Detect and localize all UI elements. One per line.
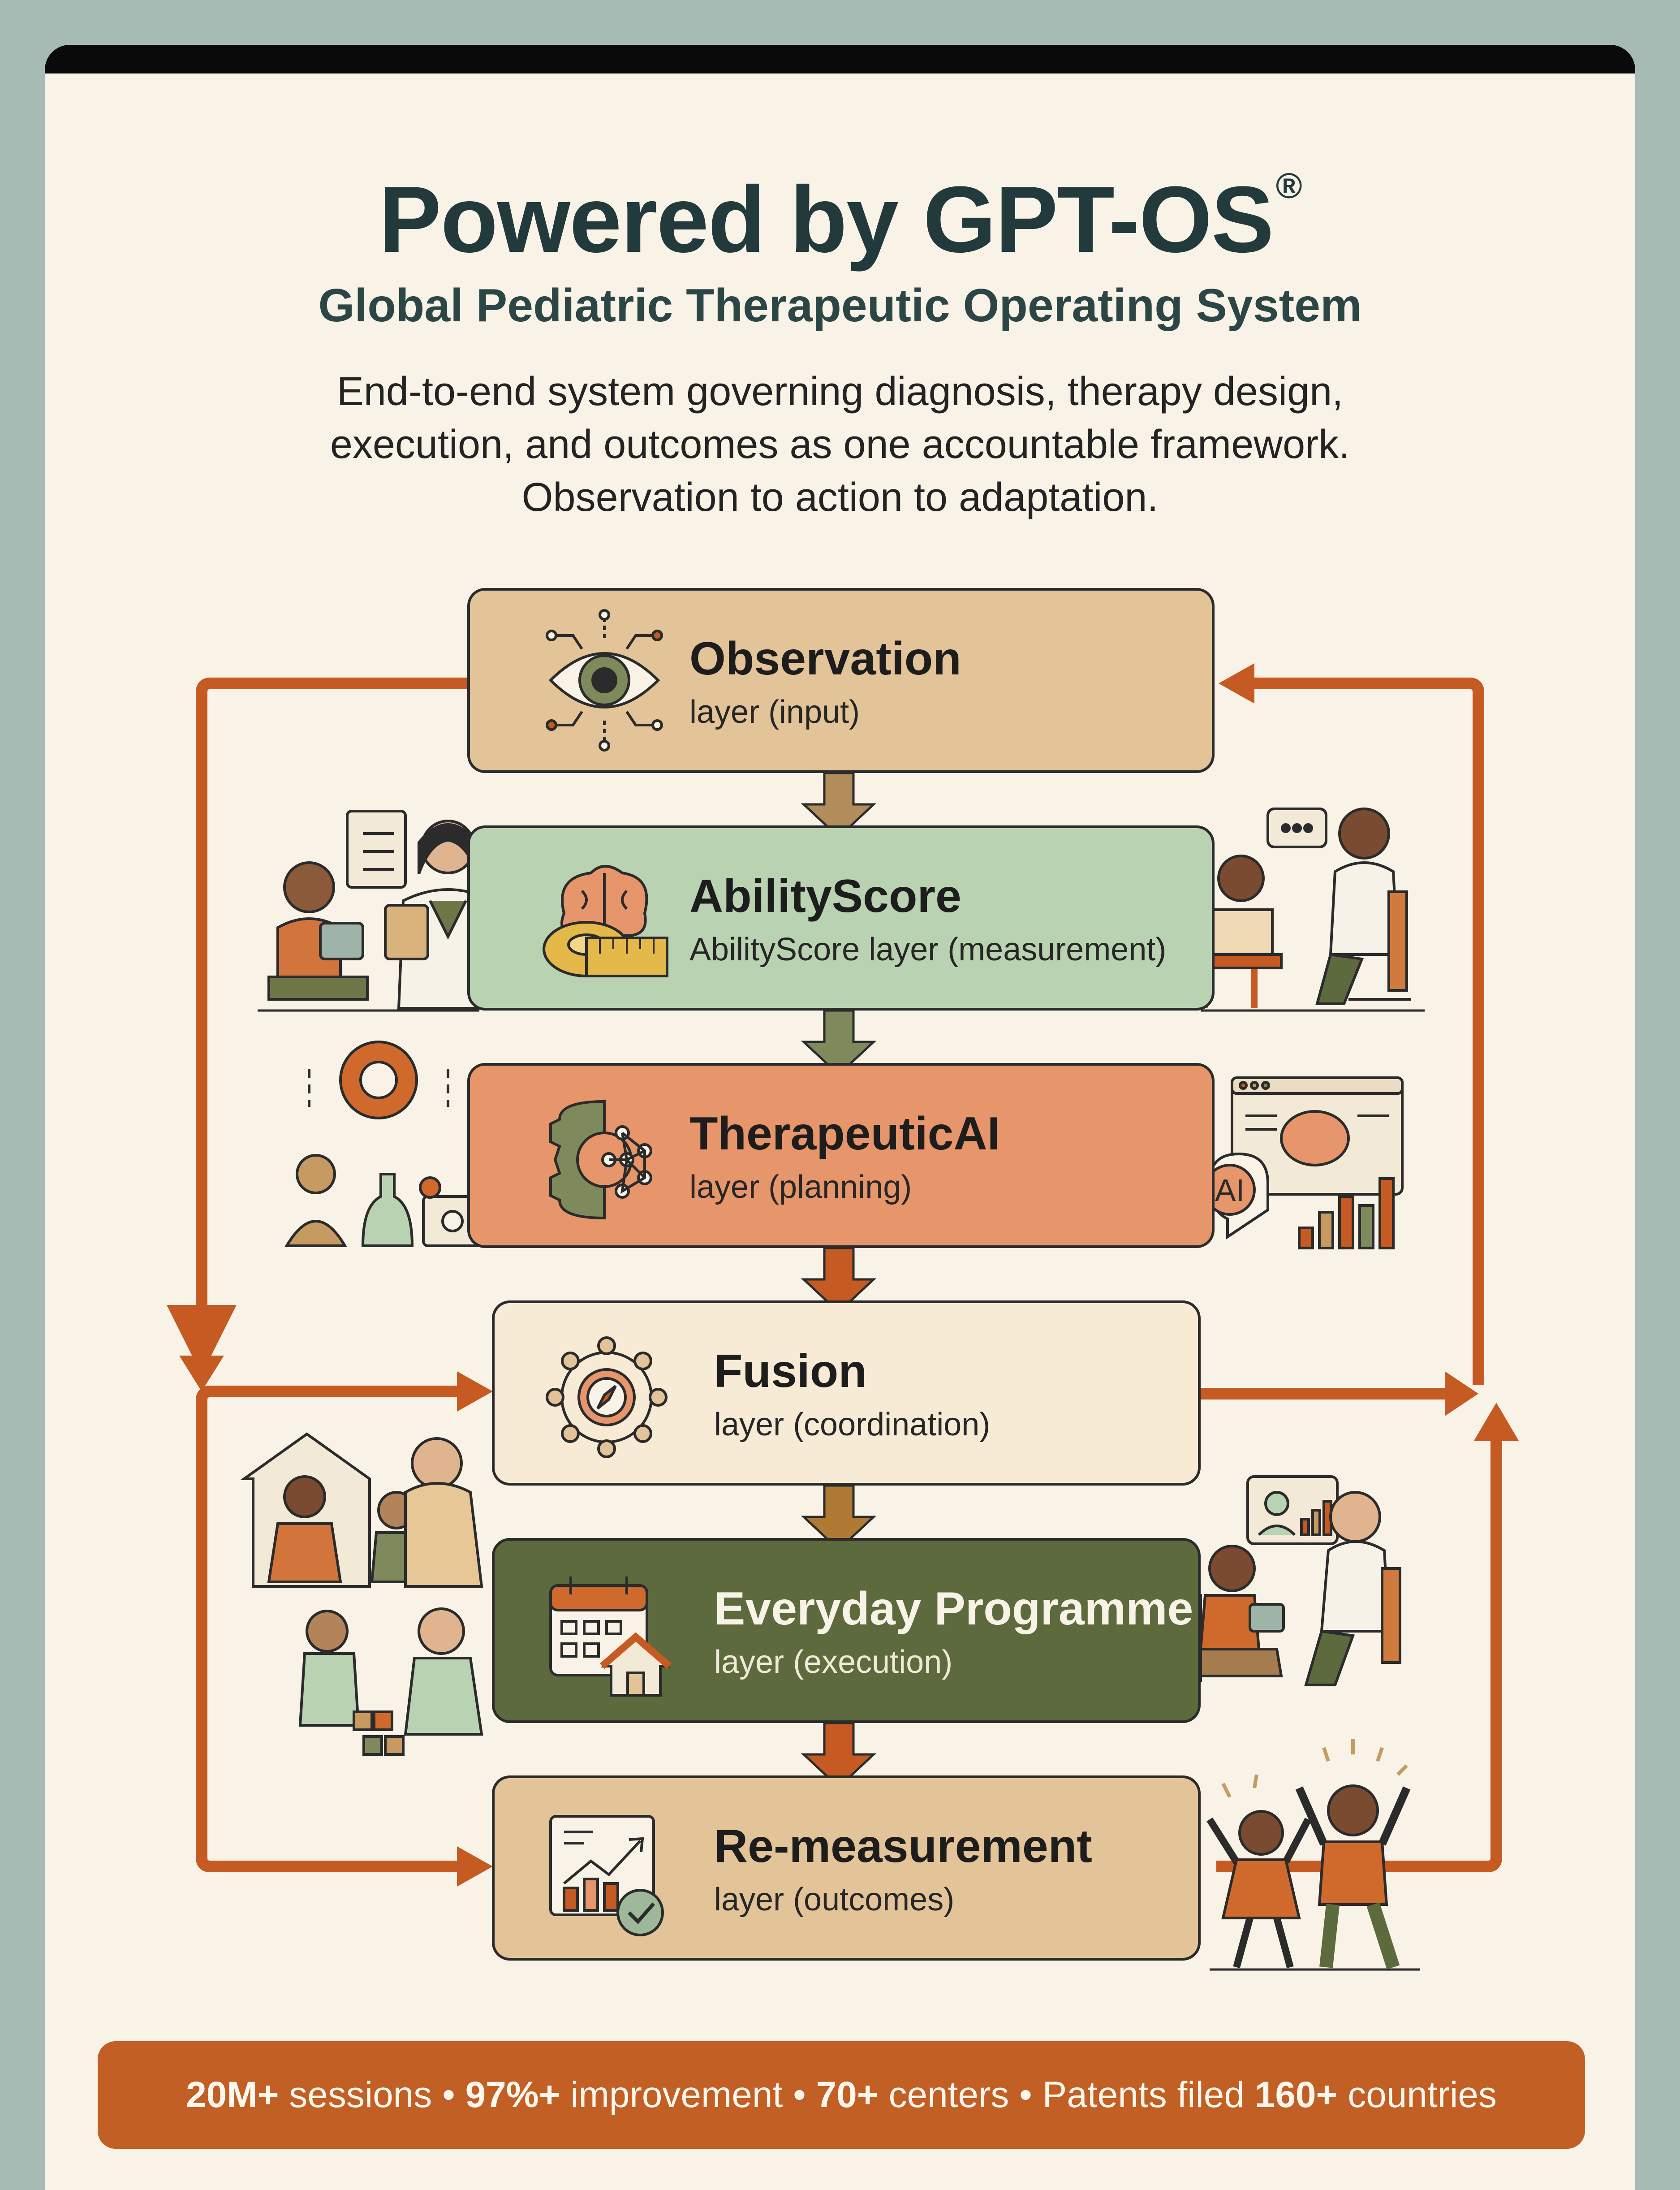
stat-countries-value: 160+ <box>1254 2074 1338 2115</box>
family-home-illustration <box>240 1432 483 1756</box>
stat-centers-value: 70+ <box>816 2074 879 2115</box>
layer-subtitle: layer (execution) <box>714 1644 953 1680</box>
layer-re-measurement[interactable]: Re-measurement layer (outcomes) <box>492 1775 1201 1961</box>
page-subtitle: Global Pediatric Therapeutic Operating S… <box>318 280 1362 332</box>
layer-therapeuticai[interactable]: TherapeuticAI layer (planning) <box>467 1063 1215 1248</box>
description: End-to-end system governing diagnosis, t… <box>0 365 1680 524</box>
layer-subtitle: layer (planning) <box>689 1169 912 1205</box>
layer-everyday-programme[interactable]: Everyday Programme layer (execution) <box>492 1538 1201 1723</box>
layer-subtitle: layer (input) <box>689 694 860 730</box>
layer-name: AbilityScore <box>689 870 961 922</box>
stat-countries-label: countries <box>1337 2074 1497 2115</box>
layer-fusion[interactable]: Fusion layer (coordination) <box>492 1300 1201 1486</box>
calendar-house-icon <box>549 1577 672 1697</box>
stats-banner: 20M+ sessions • 97%+ improvement • 70+ c… <box>98 2041 1585 2149</box>
therapist-child-illustration <box>1181 1475 1401 1686</box>
layer-name: Everyday Programme <box>714 1583 1193 1635</box>
loop-arrow-right <box>1201 678 1502 1872</box>
layer-abilityscore[interactable]: AbilityScore AbilityScore layer (measure… <box>467 825 1215 1011</box>
layer-name: Observation <box>689 633 961 685</box>
layer-subtitle: layer (outcomes) <box>714 1882 955 1918</box>
loop-arrow-heads-left <box>179 1356 493 1887</box>
description-line: End-to-end system governing diagnosis, t… <box>336 369 1344 414</box>
compass-network-icon <box>546 1336 668 1458</box>
doctor-child-illustration-right <box>1199 808 1411 1008</box>
ground-lines <box>258 1009 1425 1971</box>
page-title: Powered by GPT-OS® <box>379 166 1302 272</box>
stat-sessions-label: sessions • <box>279 2074 465 2115</box>
stat-sessions-value: 20M+ <box>186 2074 279 2115</box>
brain-measure-icon <box>543 865 668 977</box>
chart-check-icon <box>549 1815 664 1936</box>
layer-down-arrows <box>801 772 877 1789</box>
layer-name: Re-measurement <box>714 1820 1092 1872</box>
layer-subtitle: AbilityScore layer (measurement) <box>689 932 1167 968</box>
layer-observation[interactable]: Observation layer (input) <box>467 588 1215 773</box>
clinician-child-illustration-left <box>267 810 499 1010</box>
eye-icon <box>546 609 663 752</box>
gear-network-icon <box>549 1100 652 1220</box>
loop-arrow-left <box>167 678 468 1872</box>
stat-centers-label: centers • Patents filed <box>878 2074 1255 2115</box>
description-line: execution, and outcomes as one accountab… <box>330 422 1350 467</box>
ai-badge-label: AI <box>1215 1173 1245 1208</box>
layer-name: TherapeuticAI <box>689 1108 1000 1160</box>
loop-arrow-heads-right <box>1219 663 1519 1441</box>
description-line: Observation to action to adaptation. <box>521 475 1159 520</box>
stat-improvement-value: 97%+ <box>465 2074 560 2115</box>
stat-improvement-label: improvement • <box>560 2074 816 2115</box>
registered-mark: ® <box>1275 166 1302 206</box>
layer-name: Fusion <box>714 1345 867 1397</box>
celebrating-children-illustration <box>1206 1739 1411 1970</box>
layer-subtitle: layer (coordination) <box>714 1407 991 1443</box>
ai-dashboard-illustration: AI <box>1204 1076 1404 1249</box>
gear-figures-illustration <box>284 1041 483 1247</box>
